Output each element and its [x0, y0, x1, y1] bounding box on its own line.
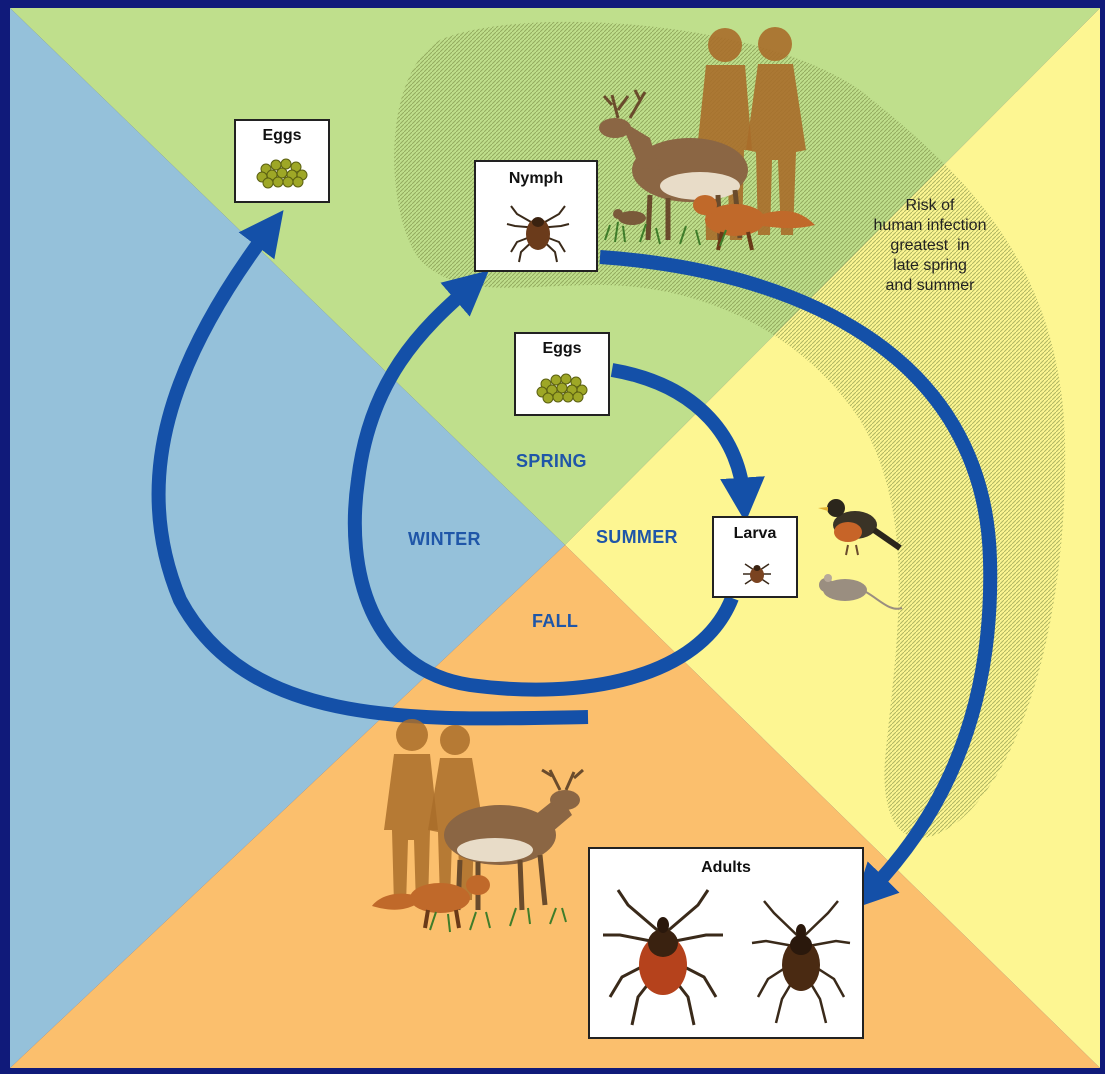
adults-label: Adults — [590, 859, 862, 877]
tick-icon — [598, 885, 728, 1035]
egg-cluster-icon — [534, 370, 594, 404]
season-label-summer: SUMMER — [596, 527, 678, 548]
season-label-winter: WINTER — [408, 529, 481, 550]
risk-note-line: Risk of — [850, 196, 1010, 216]
eggs-outer-label: Eggs — [236, 127, 328, 145]
season-label-fall: FALL — [532, 611, 578, 632]
egg-cluster-icon — [254, 155, 314, 189]
risk-note-line: greatest in — [850, 236, 1010, 256]
nymph-label: Nymph — [476, 170, 596, 188]
adults-box: Adults — [588, 847, 864, 1039]
larva-label: Larva — [714, 525, 796, 543]
eggs-inner-label: Eggs — [516, 340, 608, 358]
larva-box: Larva — [712, 516, 798, 598]
risk-note-line: human infection — [850, 216, 1010, 236]
eggs-outer-box: Eggs — [234, 119, 330, 203]
risk-note-line: late spring — [850, 256, 1010, 276]
tick-icon — [503, 196, 573, 266]
eggs-inner-box: Eggs — [514, 332, 610, 416]
nymph-box: Nymph — [474, 160, 598, 272]
season-label-spring: SPRING — [516, 451, 587, 472]
risk-note-line: and summer — [850, 276, 1010, 296]
tick-icon — [737, 556, 777, 590]
risk-note: Risk of human infection greatest in late… — [850, 196, 1010, 296]
tick-icon — [746, 895, 856, 1035]
